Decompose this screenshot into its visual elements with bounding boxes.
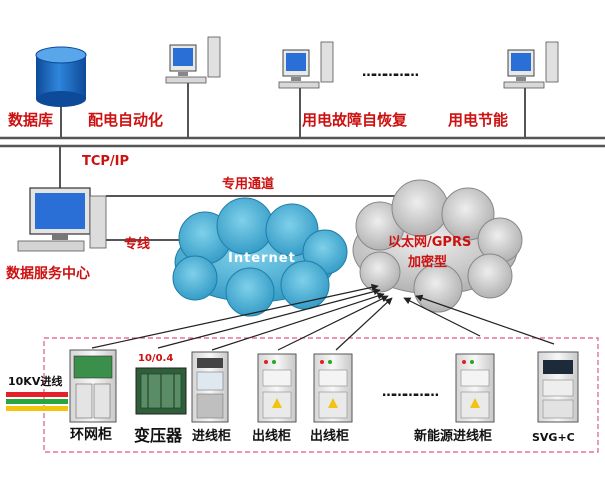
incoming-line-icon bbox=[6, 392, 68, 411]
incoming-cabinet-icon bbox=[191, 351, 229, 423]
outgoing-cabinet-icon-1 bbox=[257, 353, 297, 423]
label-dedicated-channel: 专用通道 bbox=[222, 177, 275, 192]
workstation-icon-1 bbox=[165, 36, 221, 84]
top-dots: …………… bbox=[362, 65, 419, 80]
label-svg: SVG+C bbox=[532, 431, 575, 444]
label-gprs-1: 以太网/GPRS bbox=[388, 235, 472, 250]
svg-cabinet-icon bbox=[537, 351, 579, 423]
internet-cloud bbox=[172, 197, 348, 317]
label-outgoing-cabinet-1: 出线柜 bbox=[252, 429, 292, 444]
label-data-center: 数据服务中心 bbox=[6, 266, 90, 282]
gprs-cloud bbox=[352, 179, 523, 313]
label-incoming-cabinet: 进线柜 bbox=[192, 429, 232, 444]
label-outgoing-cabinet-2: 出线柜 bbox=[310, 429, 350, 444]
ring-main-unit-icon bbox=[69, 349, 117, 423]
workstation-icon-2 bbox=[278, 41, 334, 89]
transformer-icon bbox=[135, 367, 187, 415]
label-fault-recovery: 用电故障自恢复 bbox=[302, 111, 408, 129]
label-distribution-automation: 配电自动化 bbox=[88, 111, 164, 129]
label-dedicated-line: 专线 bbox=[124, 237, 151, 252]
label-internet: Internet bbox=[228, 251, 296, 266]
label-transformer-ratio: 10/0.4 bbox=[138, 353, 174, 364]
label-energy-saving: 用电节能 bbox=[448, 111, 509, 129]
label-incoming-10kv: 10KV进线 bbox=[8, 375, 63, 388]
uplink-arrows bbox=[91, 283, 555, 351]
outgoing-cabinet-icon-2 bbox=[313, 353, 353, 423]
server-computer-icon bbox=[17, 146, 107, 252]
label-transformer: 变压器 bbox=[134, 426, 183, 445]
substation-boundary bbox=[43, 337, 599, 453]
lan-bus bbox=[0, 136, 605, 148]
label-ring-main-unit: 环网柜 bbox=[70, 427, 112, 443]
label-database: 数据库 bbox=[8, 111, 54, 129]
label-new-energy-cabinet: 新能源进线柜 bbox=[414, 429, 493, 444]
label-tcp-ip: TCP/IP bbox=[82, 154, 130, 169]
new-energy-cabinet-icon bbox=[455, 353, 495, 423]
workstation-icon-3 bbox=[503, 41, 559, 89]
substation-dots: …………… bbox=[382, 385, 439, 400]
label-gprs-2: 加密型 bbox=[408, 255, 448, 270]
database-icon bbox=[35, 46, 87, 107]
